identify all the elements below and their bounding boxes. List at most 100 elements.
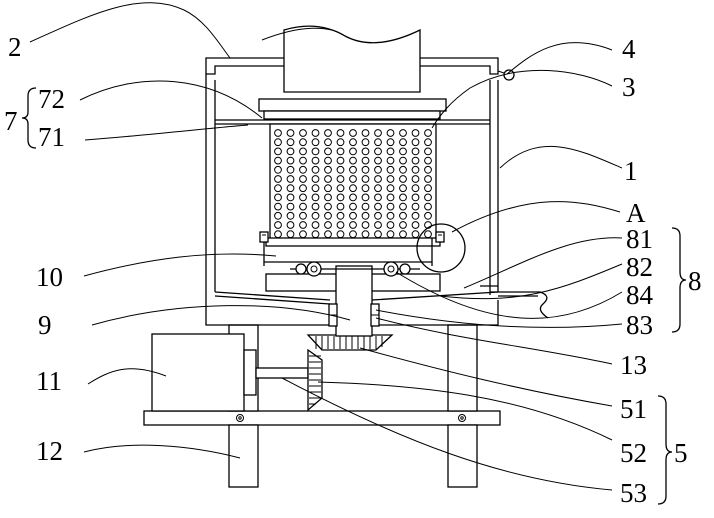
basket-hole <box>361 175 370 183</box>
basket-hole <box>299 193 307 202</box>
basket-hole <box>311 175 320 183</box>
basket-hole <box>374 211 382 220</box>
basket-hole <box>399 129 407 137</box>
basket-hole <box>299 175 307 183</box>
basket-hole <box>399 156 407 165</box>
label-3: 3 <box>622 72 636 102</box>
basket-hole <box>374 193 382 202</box>
basket-hole <box>399 138 407 147</box>
basket-hole <box>274 184 282 193</box>
basket-hole <box>411 221 420 229</box>
basket-hole <box>349 138 357 147</box>
basket-hole <box>424 156 432 165</box>
basket-hole <box>411 165 420 174</box>
basket-hole <box>336 184 345 193</box>
label-12: 12 <box>36 436 63 466</box>
basket-hole <box>324 129 332 137</box>
basket-hole <box>286 147 295 156</box>
basket-hole <box>361 129 370 137</box>
basket-hole <box>311 129 320 137</box>
bevel-gear-horizontal <box>306 334 394 351</box>
perforated-basket <box>265 123 441 247</box>
basket-hole <box>399 202 407 211</box>
label-10: 10 <box>36 262 63 292</box>
basket-hole <box>386 221 395 229</box>
basket-hole <box>299 138 307 147</box>
basket-hole <box>299 165 307 174</box>
basket-hole <box>286 202 295 211</box>
basket-hole <box>349 202 357 211</box>
basket-hole <box>324 147 332 156</box>
basket-hole <box>286 156 295 165</box>
basket-hole <box>386 175 395 183</box>
basket-hole <box>336 211 345 220</box>
basket-hole <box>386 156 395 165</box>
basket-hole <box>299 147 307 156</box>
base-plate <box>143 410 501 426</box>
basket-hole <box>399 211 407 220</box>
label-9: 9 <box>38 310 52 340</box>
basket-hole <box>374 202 382 211</box>
basket-hole <box>286 175 295 183</box>
label-82: 82 <box>626 252 653 282</box>
basket-hole <box>424 165 432 174</box>
label-53: 53 <box>620 478 647 508</box>
label-13: 13 <box>620 350 647 380</box>
basket-hole <box>361 211 370 220</box>
label-5: 5 <box>674 438 688 468</box>
label-84: 84 <box>626 280 654 310</box>
basket-hole <box>349 165 357 174</box>
label-a: A <box>626 198 646 228</box>
clamp-plate <box>258 98 447 120</box>
basket-hole <box>424 193 432 202</box>
basket-hole <box>274 156 282 165</box>
basket-hole <box>286 138 295 147</box>
reference-labels: 2 72 7 71 10 9 11 12 4 3 1 A 81 82 8 84 … <box>4 32 702 508</box>
basket-hole <box>299 211 307 220</box>
basket-hole <box>361 202 370 211</box>
basket-hole <box>299 221 307 229</box>
basket-hole <box>324 211 332 220</box>
basket-hole <box>274 138 282 147</box>
basket-hole <box>374 129 382 137</box>
brace-8 <box>671 227 687 333</box>
basket-hole <box>361 147 370 156</box>
basket-hole <box>286 129 295 137</box>
basket-hole <box>399 193 407 202</box>
label-4: 4 <box>622 34 636 64</box>
basket-hole <box>311 202 320 211</box>
basket-hole <box>349 184 357 193</box>
leader-lines <box>29 2 623 491</box>
detail-circle-a <box>416 223 466 273</box>
basket-hole <box>374 156 382 165</box>
basket-hole <box>324 175 332 183</box>
basket-hole <box>399 221 407 229</box>
basket-hole <box>349 193 357 202</box>
basket-hole <box>299 184 307 193</box>
basket-hole <box>386 138 395 147</box>
roller-set <box>290 261 420 277</box>
basket-hole <box>311 147 320 156</box>
basket-hole <box>286 221 295 229</box>
basket-hole <box>311 165 320 174</box>
basket-hole <box>336 147 345 156</box>
basket-hole <box>399 175 407 183</box>
basket-hole <box>361 165 370 174</box>
basket-hole <box>399 184 407 193</box>
basket-hole <box>274 129 282 137</box>
basket-hole <box>336 202 345 211</box>
basket-hole <box>349 156 357 165</box>
basket-hole <box>324 184 332 193</box>
basket-hole <box>286 211 295 220</box>
basket-hole <box>311 193 320 202</box>
basket-hole <box>399 147 407 156</box>
basket-hole <box>424 147 432 156</box>
basket-hole <box>411 193 420 202</box>
basket-hole <box>386 129 395 137</box>
basket-hole <box>411 138 420 147</box>
basket-hole <box>349 221 357 229</box>
basket-hole <box>424 175 432 183</box>
basket-hole <box>361 156 370 165</box>
basket-hole <box>324 138 332 147</box>
basket-hole <box>424 211 432 220</box>
